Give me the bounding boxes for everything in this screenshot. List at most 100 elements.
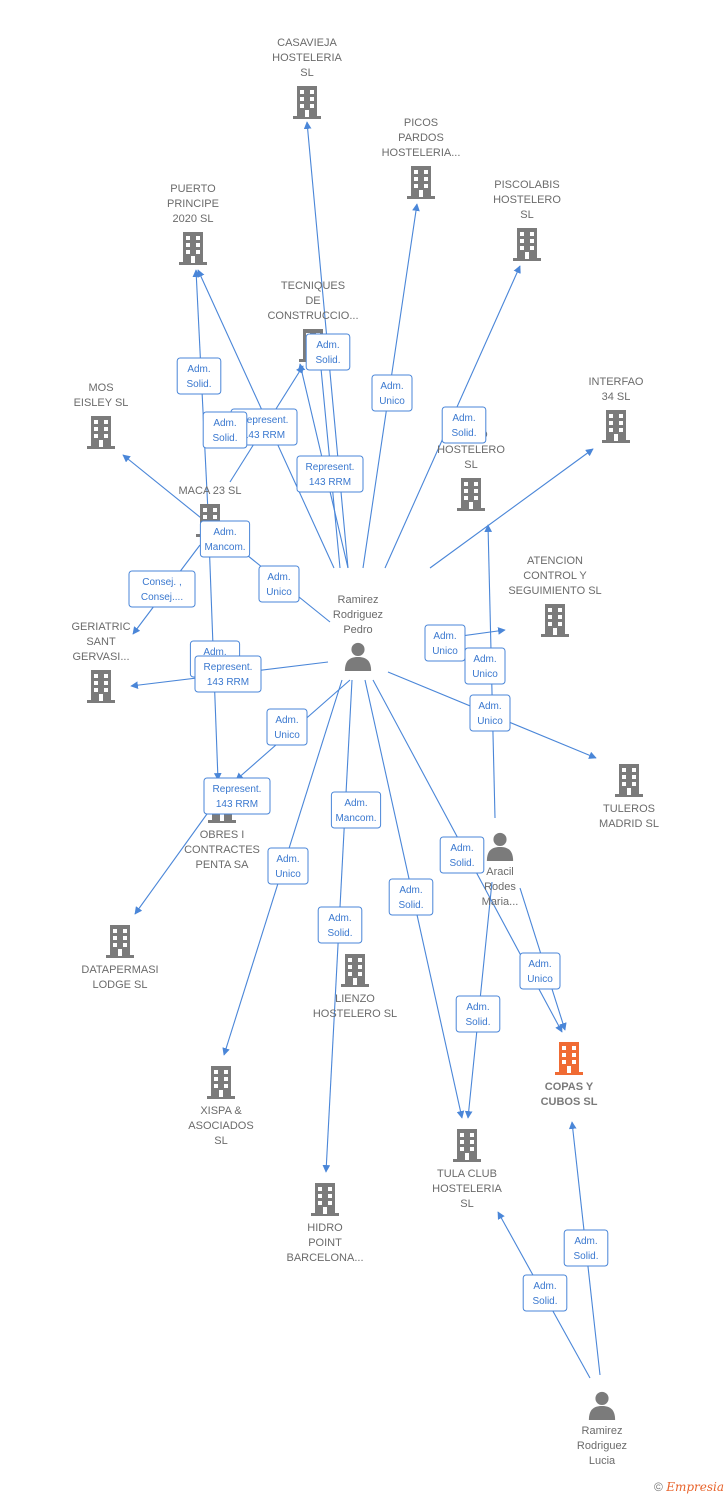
relation-label-text: Adm. xyxy=(452,413,475,424)
relation-label[interactable]: Adm. Unico xyxy=(424,624,466,662)
relation-label-text: Adm. xyxy=(203,647,226,658)
relation-label-text: 143 RRM xyxy=(207,677,249,688)
relation-label-text: Unico xyxy=(432,646,458,657)
relation-label-box xyxy=(424,624,466,662)
node-label: 2020 SL xyxy=(173,213,214,225)
company-node[interactable]: HIDROPOINTBARCELONA... xyxy=(286,1183,364,1264)
company-node[interactable]: PICOSPARDOSHOSTELERIA... xyxy=(382,117,461,199)
node-label: CONTRACTES xyxy=(184,844,260,856)
building-icon xyxy=(602,410,630,443)
node-label: Rodriguez xyxy=(333,609,383,621)
node-label: PISCOLABIS xyxy=(494,179,559,191)
node-label: PARDOS xyxy=(398,132,444,144)
relation-label[interactable]: Adm.Unico xyxy=(469,694,511,732)
person-node[interactable]: AracilRodesMaria... xyxy=(482,832,519,908)
relation-label-text: Adm. xyxy=(433,631,456,642)
relation-label[interactable]: Adm.Solid. xyxy=(317,906,363,944)
relation-label-box xyxy=(439,836,485,874)
node-label: HOSTELERIA xyxy=(432,1183,502,1195)
company-node[interactable]: MACA 23 SL xyxy=(179,485,242,537)
node-label: MADRID SL xyxy=(599,818,659,830)
relation-label[interactable]: Adm.Solid. xyxy=(305,333,351,371)
relation-label[interactable]: Adm.Unico xyxy=(258,565,300,603)
relation-label-text: Adm. xyxy=(344,798,367,809)
relation-label[interactable]: Represent.143 RRM xyxy=(296,455,364,493)
node-label: GERIATRIC xyxy=(71,621,130,633)
relation-label-text: Solid. xyxy=(327,928,352,939)
relation-label[interactable]: Consej. ,Consej.... xyxy=(128,570,196,608)
relation-label[interactable]: Adm.Solid. xyxy=(202,411,248,449)
node-label: HIDRO xyxy=(307,1222,343,1234)
relation-label[interactable]: Adm.Mancom. xyxy=(330,791,382,829)
relation-label[interactable]: Adm.Solid. xyxy=(441,406,487,444)
relation-label[interactable]: Adm.Unico xyxy=(464,647,506,685)
relation-label-text: 143 RRM xyxy=(216,799,258,810)
relation-label-box xyxy=(317,906,363,944)
relation-label[interactable]: Adm.Unico xyxy=(519,952,561,990)
brand-logo[interactable]: Empresia xyxy=(666,1480,724,1494)
relation-label[interactable]: Adm.Solid. xyxy=(522,1274,568,1312)
node-label: TECNIQUES xyxy=(281,280,345,292)
company-node[interactable]: TECNIQUESDECONSTRUCCIO... xyxy=(267,280,359,362)
relation-label-text: Adm. xyxy=(267,572,290,583)
relation-label-text: Adm. xyxy=(450,843,473,854)
relation-label-text: Adm. xyxy=(574,1236,597,1247)
company-node[interactable]: GERIATRICSANTGERVASI... xyxy=(71,621,131,703)
person-icon xyxy=(344,642,372,671)
node-label: SL xyxy=(520,209,533,221)
relation-label-box xyxy=(469,694,511,732)
relation-label-text: Adm. xyxy=(399,885,422,896)
relation-label[interactable]: Adm.Solid. xyxy=(455,995,501,1033)
node-label: LODGE SL xyxy=(92,979,147,991)
relation-label[interactable]: Adm.Unico xyxy=(267,847,309,885)
relation-label-box xyxy=(194,655,262,693)
relation-label[interactable]: Adm.Mancom. xyxy=(199,520,251,558)
node-label: Ramirez xyxy=(338,594,379,606)
edges-layer xyxy=(122,121,601,1379)
relation-label[interactable]: Adm.Solid. xyxy=(388,878,434,916)
node-label: PICOS xyxy=(404,117,438,129)
relation-label[interactable]: Adm. Solid. xyxy=(563,1229,609,1267)
footer-credit: © Empresia xyxy=(654,1480,724,1494)
node-label: HOSTELERO xyxy=(493,194,561,206)
relation-label[interactable]: Adm.Solid. xyxy=(439,836,485,874)
relation-label[interactable]: Represent.143 RRM xyxy=(194,655,262,693)
node-label: 34 SL xyxy=(602,391,631,403)
node-label: Rodriguez xyxy=(577,1440,627,1452)
company-node[interactable]: PISCOLABIS HOSTELERO SL xyxy=(493,179,561,261)
node-label: LIENZO xyxy=(335,993,375,1005)
relation-label-text: Solid. xyxy=(573,1251,598,1262)
relation-label[interactable]: Adm.Solid. xyxy=(176,357,222,395)
node-label: HOSTELERIA xyxy=(272,52,342,64)
node-label: Ramirez xyxy=(582,1425,623,1437)
node-label: SL xyxy=(460,1198,473,1210)
relation-label[interactable]: Adm.Unico xyxy=(371,374,413,412)
node-label: Pedro xyxy=(343,624,372,636)
node-label: ATENCION xyxy=(527,555,583,567)
relation-label-text: Adm. xyxy=(213,418,236,429)
building-icon xyxy=(341,954,369,987)
relation-label[interactable]: Represent.143 RRM xyxy=(230,408,298,446)
node-label: SL xyxy=(214,1135,227,1147)
relation-label-text: Adm. xyxy=(473,654,496,665)
relation-label[interactable]: Adm.Unico xyxy=(266,708,308,746)
node-label: PUERTO xyxy=(170,183,216,195)
relation-label[interactable]: Represent.143 RRM xyxy=(203,777,271,815)
node-label: Rodes xyxy=(484,881,516,893)
relation-label-box xyxy=(202,411,248,449)
